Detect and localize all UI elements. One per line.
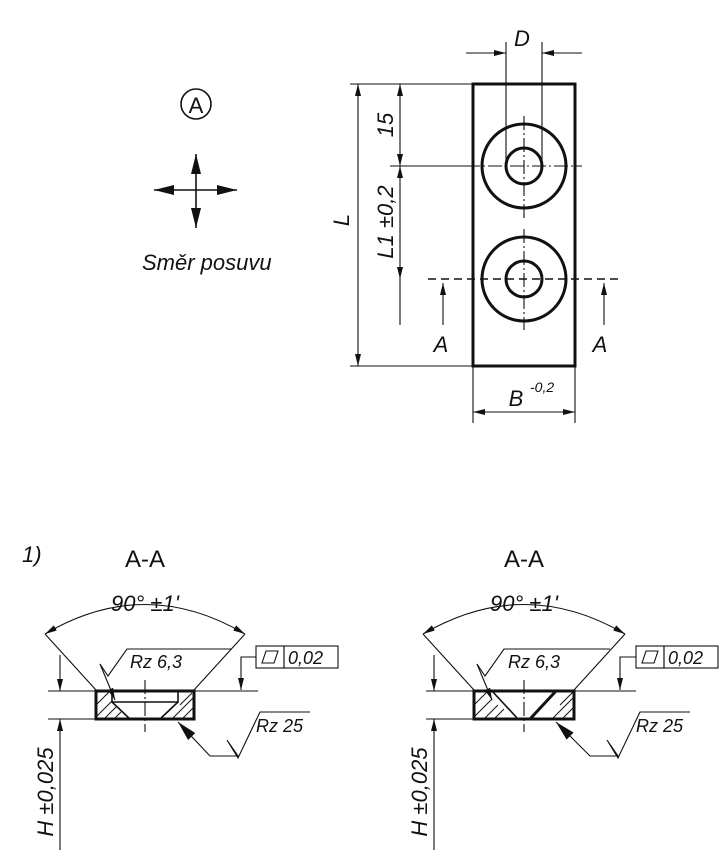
top-view: D L 15 L1 ±0,2 A A B -0,2 (329, 26, 618, 423)
dim-h-left: H ±0,025 (33, 747, 58, 837)
roughness-fine-right: Rz 6,3 (508, 652, 560, 672)
section-view-left: A-A 90° ±1' Rz 6,3 0,02 (33, 546, 339, 850)
roughness-coarse-right: Rz 25 (636, 716, 684, 736)
section-title-left: A-A (125, 546, 165, 573)
section-marker-left: A (432, 332, 449, 357)
section-marker-right: A (591, 332, 608, 357)
four-way-arrow-icon (154, 154, 237, 228)
dim-l-label: L (329, 214, 354, 226)
dim-l1-label: L1 ±0,2 (373, 185, 398, 258)
angle-label-right: 90° ±1' (490, 591, 559, 616)
roughness-fine-left: Rz 6,3 (130, 652, 182, 672)
section-view-right: A-A 90° ±1' Rz 6,3 0,02 Rz 25 (407, 546, 719, 850)
flatness-tol-left: 0,02 (288, 648, 323, 668)
dim-b-label: B (509, 386, 524, 411)
dim-15-label: 15 (373, 112, 398, 137)
footnote-marker: 1) (22, 542, 42, 567)
feed-direction-label: Směr posuvu (142, 250, 272, 275)
dim-b-tolerance: -0,2 (530, 379, 554, 395)
part-outline (471, 82, 577, 368)
flatness-symbol-icon (261, 650, 279, 664)
flatness-symbol-icon (641, 650, 659, 664)
dim-h-right: H ±0,025 (407, 747, 432, 837)
view-marker-label: A (189, 93, 204, 118)
view-marker: A (180, 88, 212, 120)
angle-label-left: 90° ±1' (111, 591, 180, 616)
roughness-coarse-left: Rz 25 (256, 716, 304, 736)
flatness-tol-right: 0,02 (668, 648, 703, 668)
section-title-right: A-A (504, 546, 544, 573)
dim-d-label: D (514, 26, 530, 51)
